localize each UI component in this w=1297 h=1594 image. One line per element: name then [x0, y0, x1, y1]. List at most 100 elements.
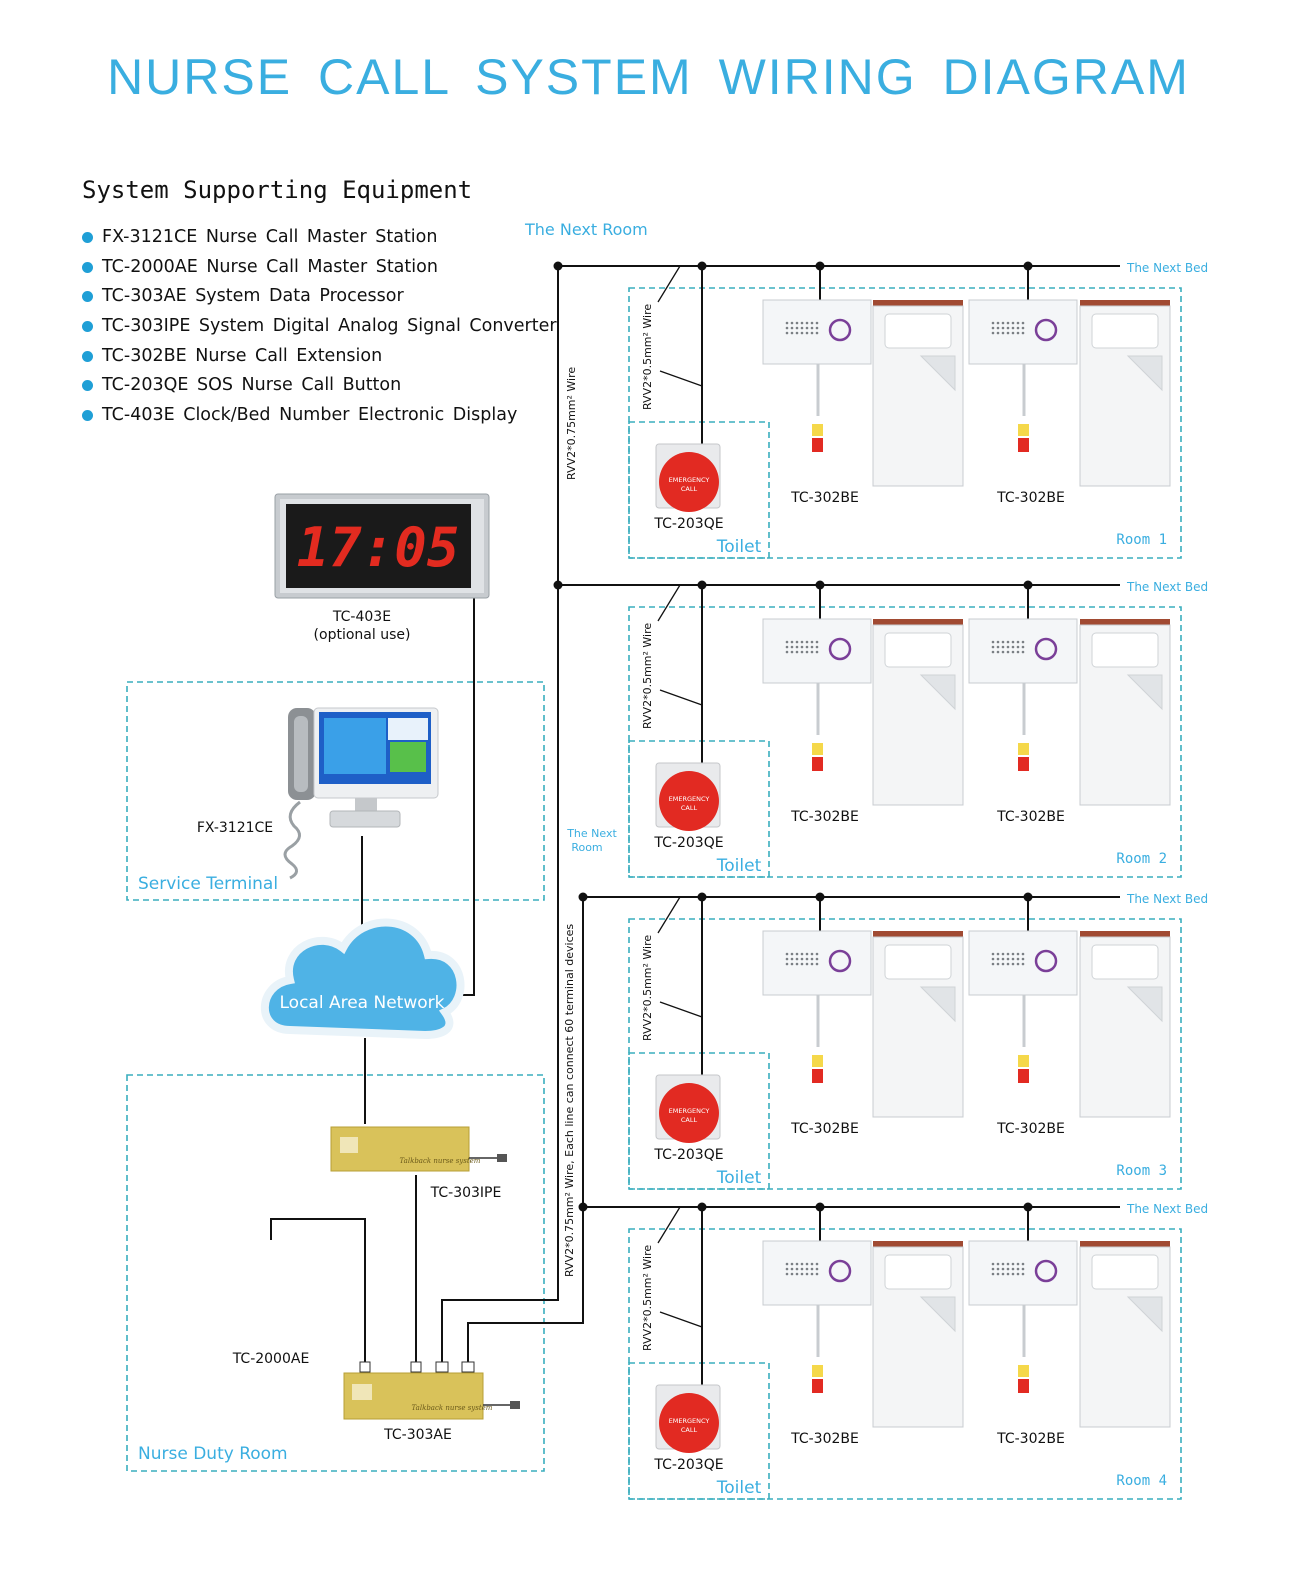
speaker-hole	[1021, 326, 1025, 330]
speaker-hole	[815, 952, 819, 956]
speaker-hole	[785, 1262, 789, 1266]
speaker-hole	[991, 952, 995, 956]
speaker-hole	[1016, 952, 1020, 956]
blanket-fold	[919, 674, 956, 711]
speaker-hole	[815, 1272, 819, 1276]
speaker-hole	[996, 1262, 1000, 1266]
extension-label: TC-302BE	[996, 1121, 1065, 1137]
service-terminal-label: Service Terminal	[138, 874, 278, 894]
speaker-hole	[785, 321, 789, 325]
branch-wire-label: RVV2*0.5mm² Wire	[641, 1245, 654, 1351]
speaker-hole	[785, 952, 789, 956]
blanket-fold	[1126, 355, 1163, 392]
toilet-label: Toilet	[716, 856, 762, 876]
speaker-hole	[1021, 962, 1025, 966]
nurse-duty-room-zone	[126, 1074, 545, 1472]
call-handle	[1018, 1055, 1029, 1067]
room-label: Room 2	[1116, 851, 1167, 867]
speaker-hole	[795, 645, 799, 649]
bed-icon	[1079, 619, 1171, 806]
toilet-zone	[628, 740, 770, 878]
next-bed-label: The Next Bed	[1126, 1202, 1208, 1216]
speaker-hole	[991, 640, 995, 644]
equipment-item: TC-303IPE System Digital Analog Signal C…	[82, 311, 557, 341]
master-station-fx3121ce	[283, 707, 439, 880]
speaker-hole	[790, 962, 794, 966]
call-handle	[812, 1055, 823, 1067]
speaker-hole	[810, 640, 814, 644]
master-tc2000ae-label: TC-2000AE	[232, 1351, 310, 1367]
equipment-heading: System Supporting Equipment	[82, 176, 473, 204]
speaker-hole	[800, 331, 804, 335]
speaker-hole	[1021, 650, 1025, 654]
bed-icon	[1079, 300, 1171, 487]
speaker-hole	[785, 326, 789, 330]
speaker-hole	[795, 1262, 799, 1266]
speaker-hole	[996, 952, 1000, 956]
next-bed-label: The Next Bed	[1126, 892, 1208, 906]
call-handle	[1018, 1069, 1029, 1083]
speaker-hole	[1001, 1267, 1005, 1271]
call-handle	[812, 757, 823, 771]
call-extension-icon	[968, 618, 1078, 771]
call-handle	[812, 1069, 823, 1083]
bullet-icon	[82, 261, 93, 273]
speaker-hole	[790, 957, 794, 961]
equipment-item: TC-203QE SOS Nurse Call Button	[82, 370, 557, 400]
speaker-hole	[790, 331, 794, 335]
speaker-hole	[785, 645, 789, 649]
speaker-hole	[991, 1272, 995, 1276]
equipment-list: FX-3121CE Nurse Call Master Station TC-2…	[82, 222, 557, 430]
speaker-hole	[1001, 1272, 1005, 1276]
toilet-label: Toilet	[716, 1168, 762, 1188]
speaker-hole	[1011, 957, 1015, 961]
leader-line	[659, 689, 703, 706]
speaker-hole	[1001, 326, 1005, 330]
speaker-hole	[1021, 645, 1025, 649]
speaker-hole	[1016, 650, 1020, 654]
sos-button-text: EMERGENCY	[669, 795, 710, 803]
bullet-icon	[82, 291, 93, 303]
speaker-hole	[815, 331, 819, 335]
speaker-hole	[1011, 326, 1015, 330]
speaker-hole	[805, 962, 809, 966]
speaker-hole	[800, 645, 804, 649]
speaker-hole	[805, 1267, 809, 1271]
bullet-icon	[82, 380, 93, 392]
clock-display: 17:05	[274, 493, 490, 599]
speaker-hole	[790, 1262, 794, 1266]
clock-model: TC-403E	[332, 609, 391, 625]
speaker-hole	[795, 640, 799, 644]
service-terminal-zone	[126, 681, 545, 901]
call-handle	[812, 1379, 823, 1393]
call-handle	[1018, 743, 1029, 755]
speaker-hole	[1011, 1262, 1015, 1266]
speaker-hole	[1021, 640, 1025, 644]
toilet-zone	[628, 421, 770, 559]
junction-dot	[815, 892, 825, 902]
speaker-hole	[815, 640, 819, 644]
bed-icon	[872, 300, 964, 487]
speaker-hole	[1021, 1262, 1025, 1266]
speaker-hole	[810, 1272, 814, 1276]
page-title: NURSE CALL SYSTEM WIRING DIAGRAM	[107, 49, 1190, 105]
bed-icon	[872, 931, 964, 1118]
speaker-hole	[1016, 331, 1020, 335]
room-zone	[628, 1228, 1182, 1500]
speaker-hole	[785, 1272, 789, 1276]
speaker-hole	[800, 962, 804, 966]
speaker-hole	[996, 1272, 1000, 1276]
bullet-icon	[82, 350, 93, 362]
junction-dot	[697, 261, 707, 271]
branch-wire-label: RVV2*0.5mm² Wire	[641, 304, 654, 410]
branch-wire-label: RVV2*0.5mm² Wire	[641, 623, 654, 729]
speaker-hole	[1016, 1262, 1020, 1266]
bullet-icon	[82, 410, 93, 422]
speaker-hole	[810, 650, 814, 654]
speaker-hole	[1001, 1262, 1005, 1266]
equipment-item: TC-2000AE Nurse Call Master Station	[82, 252, 557, 282]
